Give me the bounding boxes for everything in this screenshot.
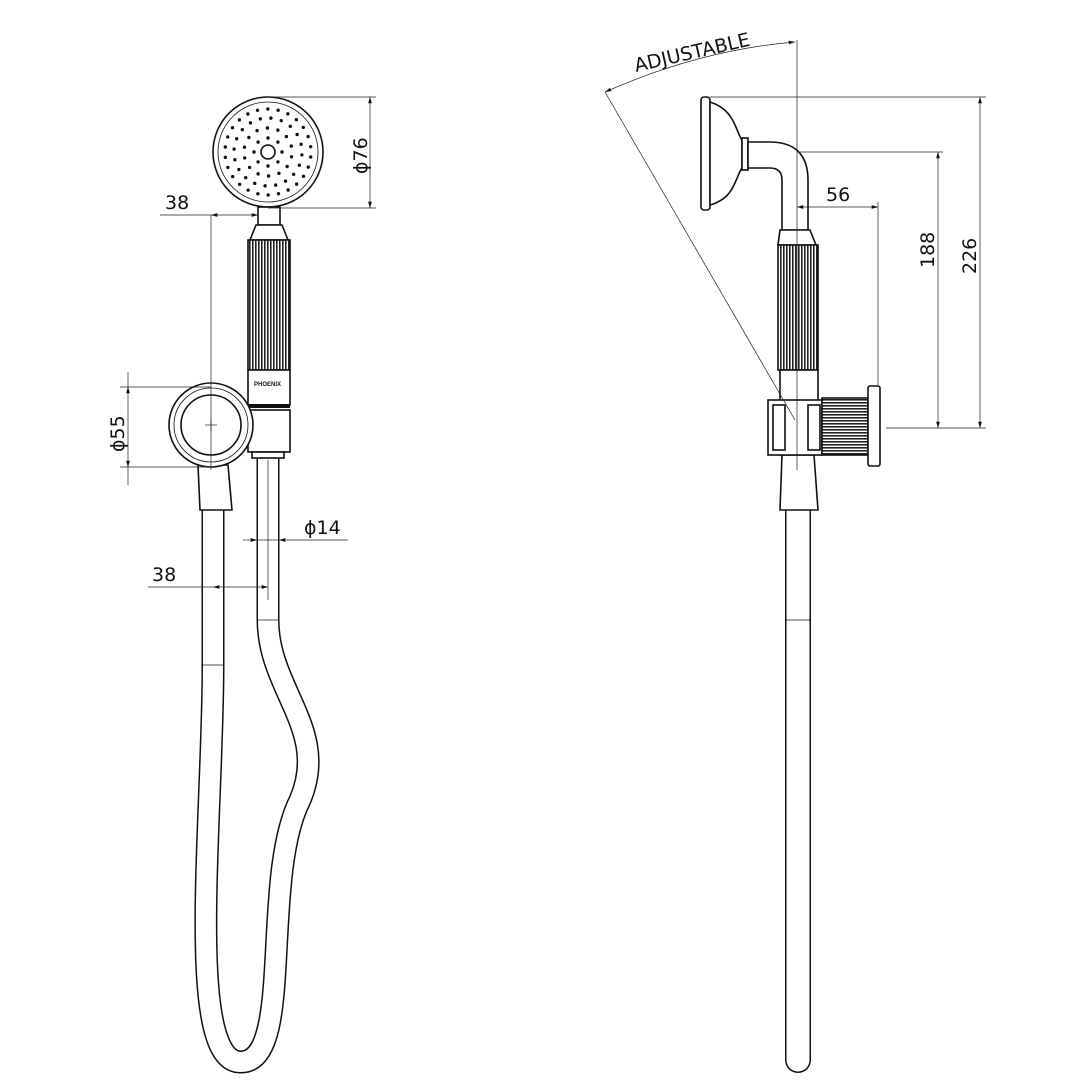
nozzle-dot bbox=[308, 144, 313, 149]
nozzle-dot bbox=[252, 150, 256, 154]
nozzle-dot bbox=[309, 155, 313, 159]
svg-text:38: 38 bbox=[152, 564, 176, 586]
nozzle-dot bbox=[301, 174, 306, 178]
nozzle-dot bbox=[283, 179, 288, 183]
nozzle-dot bbox=[237, 182, 242, 187]
svg-text:226: 226 bbox=[959, 238, 981, 274]
spray-nozzles bbox=[223, 107, 313, 197]
wall-bracket-side bbox=[767, 385, 881, 467]
nozzle-dot bbox=[237, 118, 242, 122]
nozzle-dot bbox=[276, 108, 280, 112]
nozzle-dot bbox=[247, 135, 251, 140]
svg-text:56: 56 bbox=[826, 184, 850, 206]
nozzle-dot bbox=[231, 174, 235, 179]
hose bbox=[194, 452, 320, 1074]
nozzle-dot bbox=[269, 116, 273, 120]
nozzle-dot bbox=[291, 172, 296, 176]
nozzle-dot bbox=[240, 128, 245, 132]
handle-side bbox=[777, 244, 819, 403]
nozzle-dot bbox=[242, 145, 247, 149]
nozzle-dot bbox=[279, 118, 283, 123]
nozzle-dot bbox=[247, 165, 252, 170]
nozzle-dot bbox=[266, 136, 270, 140]
nozzle-dot bbox=[276, 128, 280, 132]
nozzle-dot bbox=[244, 175, 248, 180]
nozzle-dot bbox=[301, 125, 305, 130]
dimension-hose-offset-bottom: 38 bbox=[148, 460, 269, 600]
nozzle-dot bbox=[256, 192, 260, 196]
shower-head-front bbox=[212, 96, 324, 241]
front-view: PHOENIX ϕ76 38 bbox=[107, 96, 376, 1074]
dimension-projection: 56 bbox=[797, 184, 879, 385]
nozzle-dot bbox=[223, 155, 228, 160]
hose-side bbox=[779, 454, 819, 1073]
nozzle-dot bbox=[306, 165, 310, 169]
nozzle-dot bbox=[277, 171, 281, 176]
svg-text:ϕ55: ϕ55 bbox=[107, 415, 129, 452]
nozzle-dot bbox=[246, 112, 250, 116]
dimension-hose-diameter: ϕ14 bbox=[243, 517, 348, 542]
nozzle-dot bbox=[255, 108, 260, 112]
nozzle-dot bbox=[286, 188, 290, 192]
nozzle-dot bbox=[294, 117, 299, 122]
nozzle-dot bbox=[226, 135, 230, 139]
brand-mark: PHOENIX bbox=[254, 382, 281, 388]
nozzle-dot bbox=[276, 140, 280, 144]
dimension-height-to-elbow: 188 bbox=[800, 151, 943, 428]
nozzle-dot bbox=[265, 126, 270, 130]
nozzle-dot bbox=[263, 184, 267, 188]
nozzle-dot bbox=[246, 188, 250, 192]
nozzle-dot bbox=[285, 164, 289, 169]
nozzle-dot bbox=[226, 165, 230, 170]
nozzle-dot bbox=[294, 182, 299, 186]
nozzle-dot bbox=[266, 107, 270, 111]
dimension-bracket-diameter: ϕ55 bbox=[107, 372, 211, 485]
nozzle-dot bbox=[273, 183, 278, 187]
nozzle-dot bbox=[299, 142, 303, 147]
nozzle-dot bbox=[234, 137, 239, 141]
nozzle-dot bbox=[248, 121, 253, 125]
svg-text:ϕ76: ϕ76 bbox=[350, 137, 372, 174]
nozzle-dot bbox=[232, 147, 236, 151]
nozzle-dot bbox=[300, 153, 304, 157]
nozzle-dot bbox=[237, 167, 241, 172]
side-view: ADJUSTABLE 56 188 226 bbox=[604, 29, 986, 1073]
nozzle-dot bbox=[255, 128, 259, 133]
nozzle-dot bbox=[230, 126, 235, 130]
svg-text:188: 188 bbox=[917, 232, 939, 268]
handle-front: PHOENIX bbox=[247, 239, 291, 408]
nozzle-dot bbox=[256, 160, 260, 164]
nozzle-dot bbox=[289, 155, 294, 159]
nozzle-dot bbox=[223, 145, 227, 149]
nozzle-dot bbox=[253, 181, 257, 186]
nozzle-dot bbox=[243, 156, 247, 160]
annotation-adjustable: ADJUSTABLE bbox=[604, 29, 796, 421]
nozzle-dot bbox=[297, 163, 302, 167]
nozzle-dot bbox=[233, 157, 237, 162]
svg-text:38: 38 bbox=[165, 192, 189, 214]
svg-text:ADJUSTABLE: ADJUSTABLE bbox=[632, 29, 752, 77]
dimension-holder-offset-top: 38 bbox=[160, 192, 258, 470]
nozzle-dot bbox=[284, 134, 289, 139]
nozzle-dot bbox=[280, 150, 284, 154]
nozzle-dot bbox=[289, 144, 293, 148]
nozzle-dot bbox=[288, 124, 292, 129]
nozzle-dot bbox=[256, 172, 260, 176]
nozzle-dot bbox=[276, 160, 280, 164]
nozzle-dot bbox=[266, 174, 271, 178]
shower-head-side bbox=[700, 96, 818, 246]
dimension-overall-height: 226 bbox=[710, 96, 986, 429]
svg-text:ϕ14: ϕ14 bbox=[304, 517, 341, 539]
nozzle-dot bbox=[306, 134, 310, 139]
nozzle-dot bbox=[295, 132, 299, 137]
nozzle-dot bbox=[266, 164, 270, 168]
nozzle-dot bbox=[286, 112, 290, 116]
nozzle-dot bbox=[258, 117, 263, 121]
nozzle-dot bbox=[266, 193, 270, 197]
dimension-head-diameter: ϕ76 bbox=[268, 96, 376, 209]
nozzle-dot bbox=[276, 192, 281, 196]
nozzle-dot bbox=[256, 140, 260, 144]
